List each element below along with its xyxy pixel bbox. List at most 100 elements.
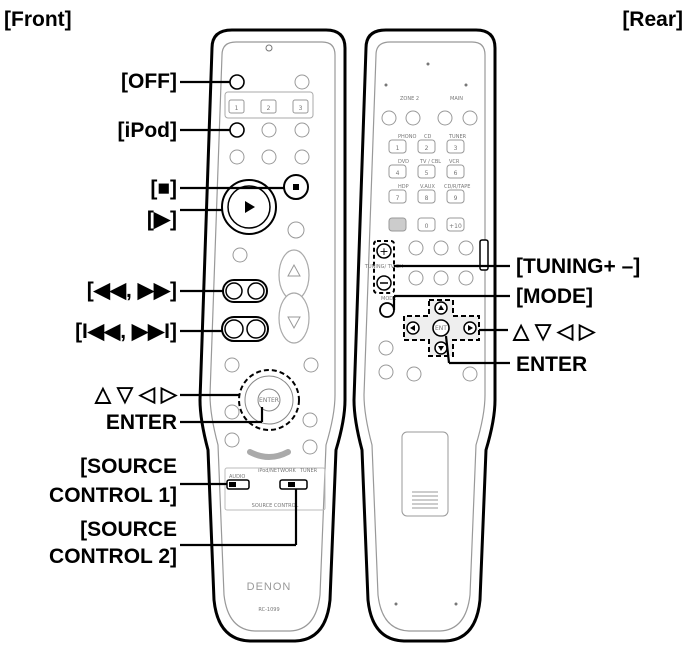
stop-icon xyxy=(293,184,299,190)
main-off-button[interactable] xyxy=(437,110,453,126)
plus-icon: + xyxy=(379,245,388,258)
source-control-panel xyxy=(224,467,326,511)
rear-remote-inner-edge xyxy=(363,41,486,632)
vcr-button[interactable] xyxy=(294,149,310,165)
key-2-label: 2 xyxy=(425,145,429,152)
zone2-label: ZONE 2 xyxy=(400,96,419,102)
quick-select-2-label: 2 xyxy=(267,105,271,112)
audio-delay-button[interactable] xyxy=(224,357,240,373)
label-mode: [MODE] xyxy=(516,285,593,308)
rear-dot xyxy=(426,62,430,66)
key-7[interactable] xyxy=(388,189,407,204)
zone2-off-button[interactable] xyxy=(381,110,397,126)
key-2[interactable] xyxy=(417,139,436,154)
source-tuner-label: TUNER xyxy=(299,468,318,474)
label-chapter: [I◀◀, ▶▶I] xyxy=(75,320,177,343)
source-control-caption: SOURCE CONTROL xyxy=(252,503,299,509)
main-label: MAIN xyxy=(450,96,463,102)
rear-dot-left xyxy=(384,83,388,87)
key-8[interactable] xyxy=(417,189,436,204)
battery-cover-grip xyxy=(412,491,438,509)
key-9-label: 9 xyxy=(454,195,458,202)
dvd-label: DVD xyxy=(398,159,409,165)
main-on-button[interactable] xyxy=(462,110,478,126)
cdr-tape-label: CD/R/TAPE xyxy=(444,184,470,190)
tuner-label: TUNER xyxy=(448,134,467,140)
front-ir-window xyxy=(265,44,273,52)
label-play: [▶] xyxy=(146,208,177,231)
key-9[interactable] xyxy=(446,189,465,204)
quick-select-1[interactable] xyxy=(228,99,245,114)
rear-enter-button[interactable] xyxy=(432,319,450,337)
rear-misc-button-3[interactable] xyxy=(458,270,474,286)
rear-misc-button-2[interactable] xyxy=(433,270,449,286)
dynamic-volume-button[interactable] xyxy=(224,404,240,420)
cinema-button[interactable] xyxy=(408,240,424,256)
music-button[interactable] xyxy=(433,240,449,256)
key-6[interactable] xyxy=(446,164,465,179)
volume-down-key[interactable] xyxy=(278,292,310,344)
key-0[interactable] xyxy=(417,217,436,232)
key-plus10[interactable] xyxy=(446,217,465,232)
rear-screw-right xyxy=(454,602,458,606)
quick-select-2[interactable] xyxy=(260,99,277,114)
hdp-label: HDP xyxy=(398,184,409,190)
label-source2-line2: CONTROL 2] xyxy=(49,545,177,568)
key-1-label: 1 xyxy=(396,145,400,152)
tuning-key-label: TUNING/ TV CH xyxy=(364,264,403,270)
skip-favorite-button[interactable] xyxy=(287,221,305,239)
front-remote-inner-edge xyxy=(209,41,336,632)
memory-button[interactable] xyxy=(378,364,394,380)
off-button[interactable] xyxy=(229,74,245,90)
rewind-button[interactable] xyxy=(225,282,243,300)
dvd-hdp-button[interactable] xyxy=(229,149,245,165)
tuner-button[interactable] xyxy=(261,122,277,138)
key-6-label: 6 xyxy=(454,170,458,177)
rear-header: [Rear] xyxy=(622,8,683,31)
label-off: [OFF] xyxy=(121,70,177,93)
sat-tuner-button[interactable] xyxy=(294,122,310,138)
prev-chapter-button[interactable] xyxy=(224,319,244,339)
on-source-button[interactable] xyxy=(294,74,310,90)
shift-button[interactable] xyxy=(232,247,248,263)
std-button[interactable] xyxy=(458,240,474,256)
zone2-on-button[interactable] xyxy=(405,110,421,126)
model-number: RC-1099 xyxy=(258,607,279,613)
multi-eq-button[interactable] xyxy=(302,412,318,428)
mode-key-label: MODE xyxy=(381,296,396,302)
key-1[interactable] xyxy=(388,139,407,154)
key-4[interactable] xyxy=(388,164,407,179)
down-arrow-icon xyxy=(438,346,444,351)
rear-side-latch xyxy=(479,239,489,271)
mode-button[interactable] xyxy=(379,302,395,318)
key-3-label: 3 xyxy=(454,145,458,152)
rear-dot-right xyxy=(464,83,468,87)
key-7-label: 7 xyxy=(396,195,400,202)
quick-select-3[interactable] xyxy=(292,99,309,114)
night-audio-button[interactable] xyxy=(303,357,319,373)
key-5[interactable] xyxy=(417,164,436,179)
label-skip: [◀◀, ▶▶] xyxy=(86,279,177,302)
tuning-plus-button[interactable] xyxy=(376,243,392,259)
label-source1-line2: CONTROL 1] xyxy=(49,484,177,507)
rear-misc-button-1[interactable] xyxy=(408,270,424,286)
vol-up-icon xyxy=(287,263,301,277)
tv-cbl-button[interactable] xyxy=(261,149,277,165)
key-3[interactable] xyxy=(446,139,465,154)
rear-ent-key-label: ENT xyxy=(435,325,447,332)
search-button[interactable] xyxy=(462,366,478,382)
label-rear-enter: ENTER xyxy=(516,353,588,376)
source-control-1-knob xyxy=(229,482,236,487)
ipod-button[interactable] xyxy=(229,122,245,138)
restorer-key[interactable] xyxy=(247,449,291,460)
band-button[interactable] xyxy=(378,340,394,356)
next-chapter-button[interactable] xyxy=(246,319,266,339)
front-enter-button[interactable] xyxy=(257,388,281,412)
key-last[interactable] xyxy=(388,217,407,232)
key-plus10-label: +10 xyxy=(449,223,462,230)
fast-forward-button[interactable] xyxy=(247,282,265,300)
text-button[interactable] xyxy=(406,366,422,382)
display-button[interactable] xyxy=(224,432,240,448)
return-button[interactable] xyxy=(302,439,318,455)
